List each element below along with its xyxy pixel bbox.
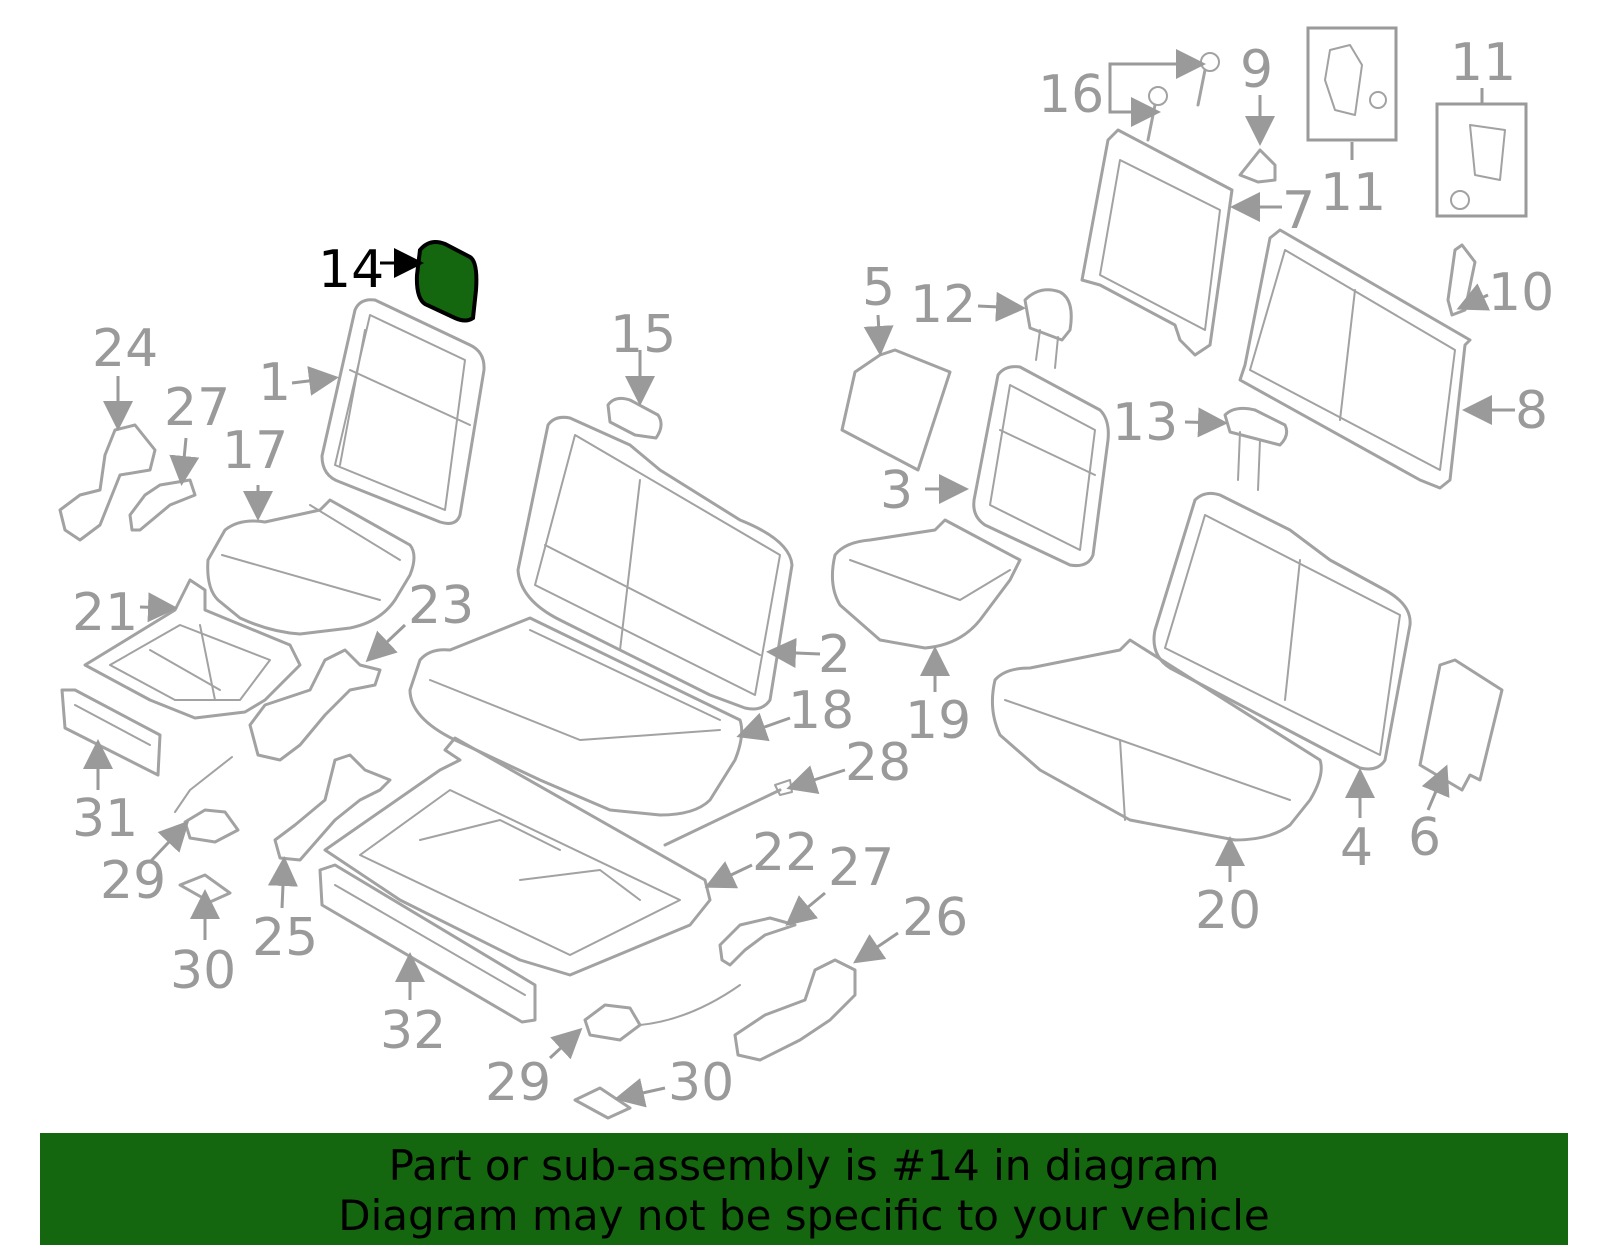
callout-29[interactable]: 29: [100, 851, 166, 911]
callout-3[interactable]: 3: [880, 461, 913, 521]
callout-23[interactable]: 23: [408, 576, 474, 636]
callout-12[interactable]: 12: [910, 275, 976, 335]
callout-15[interactable]: 15: [610, 305, 676, 365]
part-7-seat-frame[interactable]: [1080, 128, 1234, 357]
callout-2[interactable]: 2: [818, 625, 851, 685]
callout-26[interactable]: 26: [902, 888, 968, 948]
part-24-bracket[interactable]: [58, 423, 157, 542]
callout-7[interactable]: 7: [1282, 181, 1315, 241]
part-21-seat-frame[interactable]: [83, 578, 302, 720]
callout-29b[interactable]: 29: [485, 1053, 551, 1113]
part-17-seat-cushion[interactable]: [206, 498, 416, 636]
callout-11[interactable]: 11: [1320, 163, 1386, 223]
callout-5[interactable]: 5: [862, 258, 895, 318]
callout-20[interactable]: 20: [1195, 881, 1261, 941]
leader-arrows: [83, 49, 1515, 1108]
callout-30b[interactable]: 30: [668, 1053, 734, 1113]
banner-line-1: Part or sub-assembly is #14 in diagram: [388, 1141, 1220, 1190]
callout-31[interactable]: 31: [72, 789, 138, 849]
callout-11b[interactable]: 11: [1450, 33, 1516, 93]
part-26-latch-assembly[interactable]: [733, 958, 857, 1062]
part-11-latch-box-right[interactable]: [1435, 102, 1528, 218]
part-29-latch-lower[interactable]: [583, 984, 741, 1042]
part-16-bolts[interactable]: [1146, 52, 1220, 142]
part-6-panel[interactable]: [1418, 658, 1504, 792]
part-27-bracket-middle[interactable]: [718, 916, 797, 967]
callout-22[interactable]: 22: [752, 823, 818, 883]
part-27-bracket-left[interactable]: [128, 478, 197, 532]
callout-14[interactable]: 14: [318, 240, 384, 300]
part-11-latch-box-top[interactable]: [1306, 26, 1398, 142]
part-25-bracket[interactable]: [273, 753, 392, 862]
callout-28[interactable]: 28: [845, 733, 911, 793]
part-13-headrest[interactable]: [1223, 406, 1289, 491]
part-5-panel[interactable]: [840, 348, 952, 472]
part-12-headrest[interactable]: [1023, 288, 1073, 369]
part-2-bench-back[interactable]: [516, 415, 794, 711]
part-22-bench-frame[interactable]: [323, 736, 712, 977]
callout-27[interactable]: 27: [164, 378, 230, 438]
callout-32[interactable]: 32: [380, 1001, 446, 1061]
callout-8[interactable]: 8: [1515, 381, 1548, 441]
part-9-clip[interactable]: [1238, 148, 1277, 184]
callout-18[interactable]: 18: [788, 681, 854, 741]
part-30-cover-lower[interactable]: [573, 1086, 632, 1120]
callout-24[interactable]: 24: [92, 319, 158, 379]
part-23-hinge-bracket[interactable]: [248, 648, 382, 762]
callout-21[interactable]: 21: [72, 583, 138, 643]
callout-30[interactable]: 30: [170, 941, 236, 1001]
banner-line-2: Diagram may not be specific to your vehi…: [338, 1191, 1270, 1240]
part-14-headrest[interactable]: [414, 240, 479, 323]
callout-17[interactable]: 17: [222, 421, 288, 481]
callout-9[interactable]: 9: [1240, 40, 1273, 100]
info-banner: Part or sub-assembly is #14 in diagram D…: [40, 1133, 1568, 1245]
callout-4[interactable]: 4: [1340, 818, 1373, 878]
callout-labels: 14 24 27 1 17 21 23 31 29 30 25 32 15 2 …: [72, 33, 1554, 1113]
part-4-bench-back[interactable]: [1152, 491, 1412, 771]
callout-6[interactable]: 6: [1408, 808, 1441, 868]
part-29-latch-left[interactable]: [174, 756, 240, 844]
callout-1[interactable]: 1: [258, 353, 291, 413]
part-18-bench-cushion[interactable]: [408, 616, 744, 817]
callout-13[interactable]: 13: [1112, 393, 1178, 453]
callout-10[interactable]: 10: [1488, 263, 1554, 323]
callout-16[interactable]: 16: [1038, 65, 1104, 125]
callout-27b[interactable]: 27: [828, 838, 894, 898]
part-19-seat-cushion[interactable]: [830, 518, 1022, 650]
callout-25[interactable]: 25: [252, 908, 318, 968]
callout-19[interactable]: 19: [905, 691, 971, 751]
part-8-seat-frame[interactable]: [1238, 228, 1472, 490]
part-32-rail[interactable]: [318, 863, 537, 1024]
part-20-bench-cushion[interactable]: [990, 638, 1323, 842]
part-3-seat-back[interactable]: [972, 365, 1110, 567]
part-1-seat-back[interactable]: [320, 298, 486, 525]
part-31-trim-panel[interactable]: [60, 688, 162, 777]
part-15-armrest-pad[interactable]: [606, 396, 663, 440]
